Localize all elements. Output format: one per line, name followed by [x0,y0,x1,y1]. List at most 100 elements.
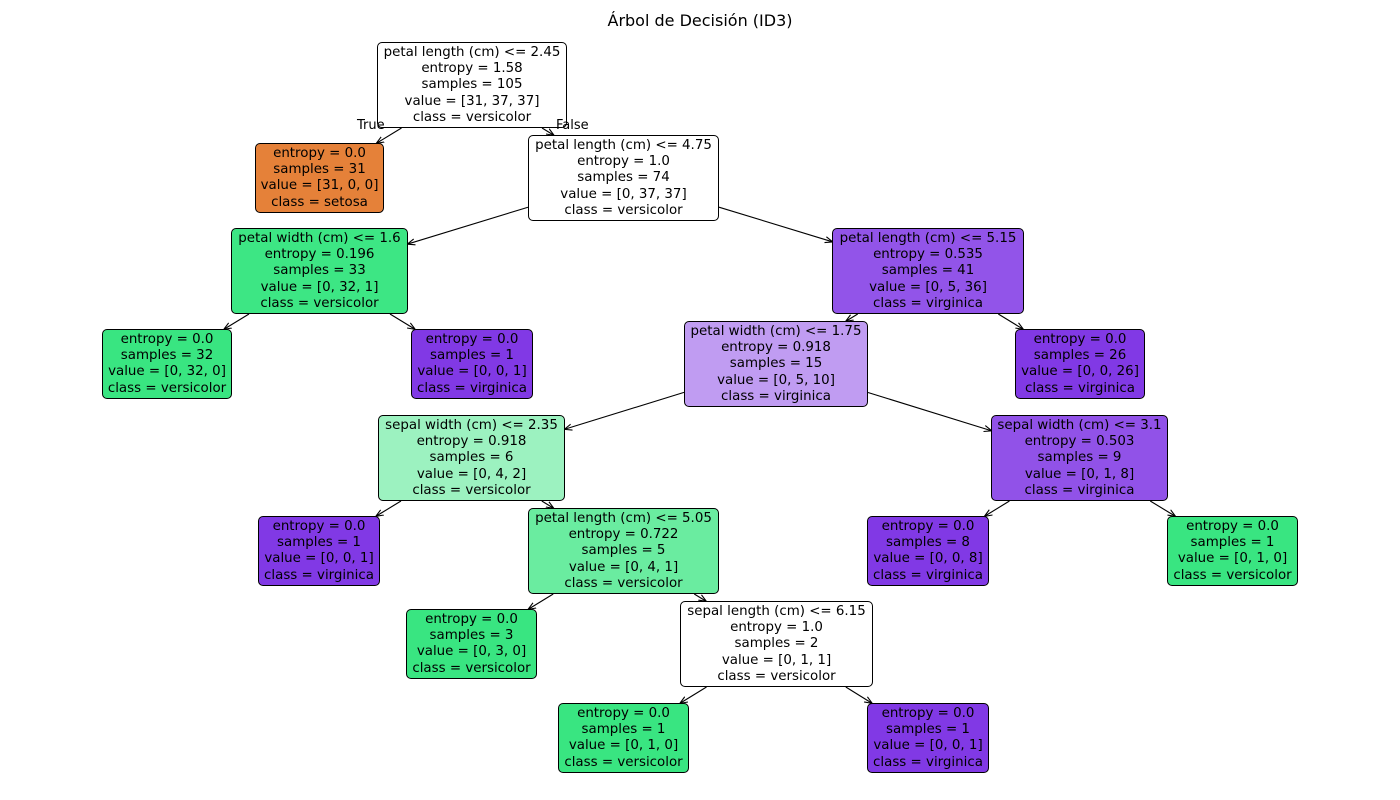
node-text-line: entropy = 0.0 [1033,332,1127,347]
node-text-line: entropy = 1.0 [730,620,823,636]
edge-n3-n6 [389,313,415,329]
node-text-line: class = virginica [873,567,983,583]
edge-n0-n1 [377,127,402,143]
node-text-line: samples = 1 [581,722,666,738]
node-text-line: samples = 8 [886,535,970,551]
node-text-line: class = versicolor [1173,567,1292,583]
node-text-line: samples = 2 [734,636,819,652]
node-text-line: samples = 32 [120,348,214,364]
node-text-line: entropy = 0.0 [425,612,518,627]
node-text-line: class = virginica [1024,482,1135,498]
node-text-line: entropy = 0.0 [120,332,214,347]
node-text-line: value = [0, 1, 0] [568,738,679,754]
edge-n16-n17 [680,686,707,703]
edge-n4-n7 [846,313,859,321]
node-text-line: value = [0, 0, 8] [873,551,983,567]
node-text-line: samples = 41 [881,263,975,279]
edge-label-false: False [556,118,589,133]
node-text-line: value = [0, 0, 1] [417,364,527,380]
node-text-line: class = virginica [417,380,527,396]
node-text-line: value = [0, 37, 37] [560,186,687,202]
node-text-line: entropy = 0.0 [881,519,975,534]
edge-n3-n5 [224,313,250,329]
node-text-line: samples = 1 [430,348,514,364]
node-text-line: value = [0, 5, 10] [717,372,835,388]
node-text-line: class = virginica [1025,380,1135,396]
node-text-line: petal length (cm) <= 2.45 [383,45,561,60]
node-text-line: petal width (cm) <= 1.75 [690,324,862,339]
node-text-line: entropy = 0.0 [425,332,519,347]
edge-n7-n9 [565,391,685,429]
node-text-line: value = [0, 3, 0] [416,644,527,660]
node-text-line: petal length (cm) <= 5.15 [839,231,1017,246]
node-text-line: entropy = 0.918 [416,434,527,450]
edge-n16-n18 [845,686,872,703]
node-text-line: samples = 15 [729,356,823,372]
edge-n4-n8 [997,313,1023,329]
node-text-line: value = [0, 0, 26] [1021,364,1139,380]
node-text-line: class = versicolor [564,575,683,591]
edge-label-true: True [357,118,385,133]
node-text-line: entropy = 0.0 [577,706,670,721]
edge-n9-n12 [541,500,553,508]
edge-n10-n14 [1149,500,1175,516]
node-text-line: value = [0, 5, 36] [869,279,987,295]
node-text-line: class = virginica [264,567,374,583]
node-text-line: entropy = 0.722 [568,527,679,543]
node-text-line: samples = 1 [886,722,970,738]
node-text-line: samples = 26 [1033,348,1127,364]
node-text-line: entropy = 0.918 [721,340,831,356]
node-text-line: samples = 105 [421,77,523,93]
node-text-line: samples = 31 [273,162,366,178]
edge-n12-n15 [529,593,554,609]
node-text-line: value = [0, 32, 0] [108,364,226,380]
node-text-line: sepal length (cm) <= 6.15 [687,604,866,619]
node-text-line: samples = 6 [429,450,514,466]
node-text-line: entropy = 0.0 [273,146,366,161]
node-text-line: entropy = 0.0 [881,706,975,721]
node-text-line: class = versicolor [412,109,532,125]
edge-n9-n11 [376,500,402,516]
node-text-line: value = [31, 0, 0] [260,178,379,194]
edge-n2-n4 [718,206,832,242]
edge-n0-n2 [541,127,553,135]
node-text-line: petal length (cm) <= 4.75 [535,138,712,153]
node-text-line: value = [0, 0, 1] [873,738,983,754]
node-text-line: samples = 1 [1190,535,1275,551]
edge-n12-n16 [693,593,706,601]
node-text-line: class = versicolor [260,295,379,311]
node-text-line: entropy = 0.0 [272,519,366,534]
node-text-line: sepal width (cm) <= 2.35 [385,418,558,433]
node-text-line: value = [0, 32, 1] [260,279,379,295]
node-text-line: entropy = 0.503 [1024,434,1135,450]
node-text-line: entropy = 1.58 [421,61,523,77]
node-text-line: class = versicolor [564,754,683,770]
node-text-line: petal width (cm) <= 1.6 [238,231,401,246]
node-text-line: samples = 3 [429,628,514,644]
node-text-line: class = virginica [873,295,983,311]
node-text-line: sepal width (cm) <= 3.1 [997,418,1162,433]
node-text-line: class = virginica [873,754,983,770]
node-text-line: entropy = 0.0 [1186,519,1279,534]
node-text-line: class = versicolor [107,380,227,396]
node-text-line: petal length (cm) <= 5.05 [535,511,712,526]
node-text-line: value = [0, 1, 8] [1024,466,1135,482]
edge-n2-n3 [408,206,529,244]
diagram-title: Árbol de Decisión (ID3) [607,11,793,30]
